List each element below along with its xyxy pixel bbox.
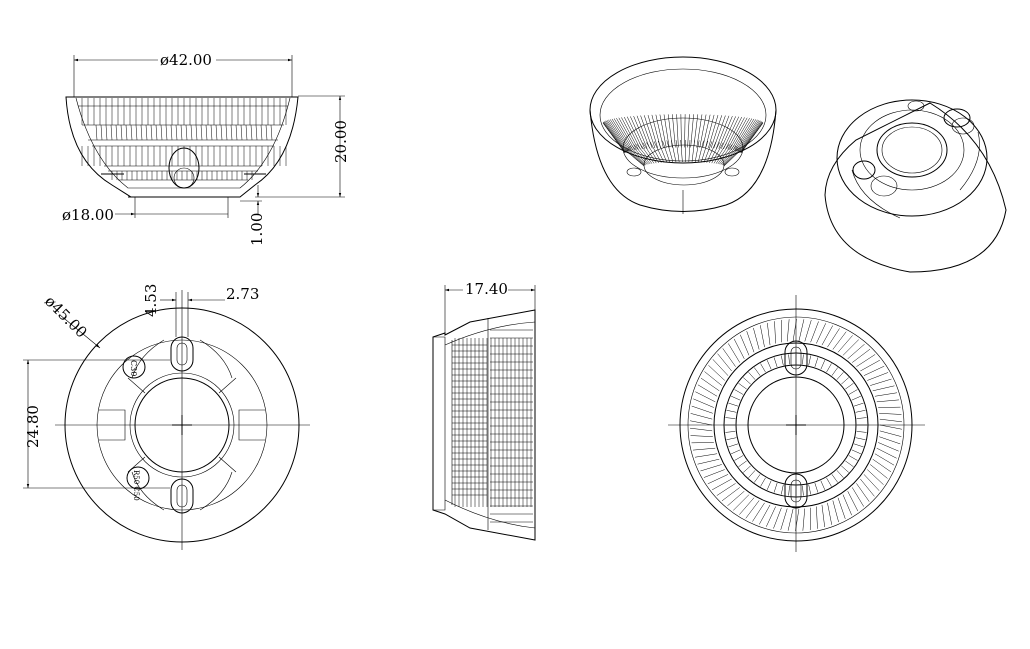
- iso-bottom-view: [824, 99, 1007, 273]
- front-top-diameter-label: ø42.00: [160, 51, 212, 69]
- front-facets: [81, 98, 287, 180]
- side-facets: [452, 329, 533, 523]
- iso-top-view: [589, 56, 777, 214]
- top-slot-width-label: 4.53: [142, 284, 160, 317]
- marking-lower: R50 C50: [132, 470, 140, 501]
- side-depth-label: 17.40: [465, 280, 508, 298]
- front-view: ø42.00 20.00 ø18.00 1.00: [62, 51, 350, 246]
- iso-facets: [602, 114, 764, 167]
- front-height-label: 20.00: [332, 120, 350, 163]
- top-slot-offset-label: 2.73: [226, 285, 259, 303]
- front-bottom-diameter-label: ø18.00: [62, 206, 114, 224]
- bottom-facets: [690, 318, 902, 532]
- side-view: 17.40: [432, 280, 536, 541]
- bottom-view: [668, 295, 925, 552]
- front-base-label: 1.00: [248, 213, 266, 246]
- top-view: C30 R50 C50 ø45.00 4.53 2.73 24.80: [23, 284, 310, 550]
- top-outer-diameter-label: ø45.00: [41, 292, 90, 341]
- top-hole-spacing-label: 24.80: [24, 405, 42, 448]
- marking-upper: C30: [129, 360, 138, 376]
